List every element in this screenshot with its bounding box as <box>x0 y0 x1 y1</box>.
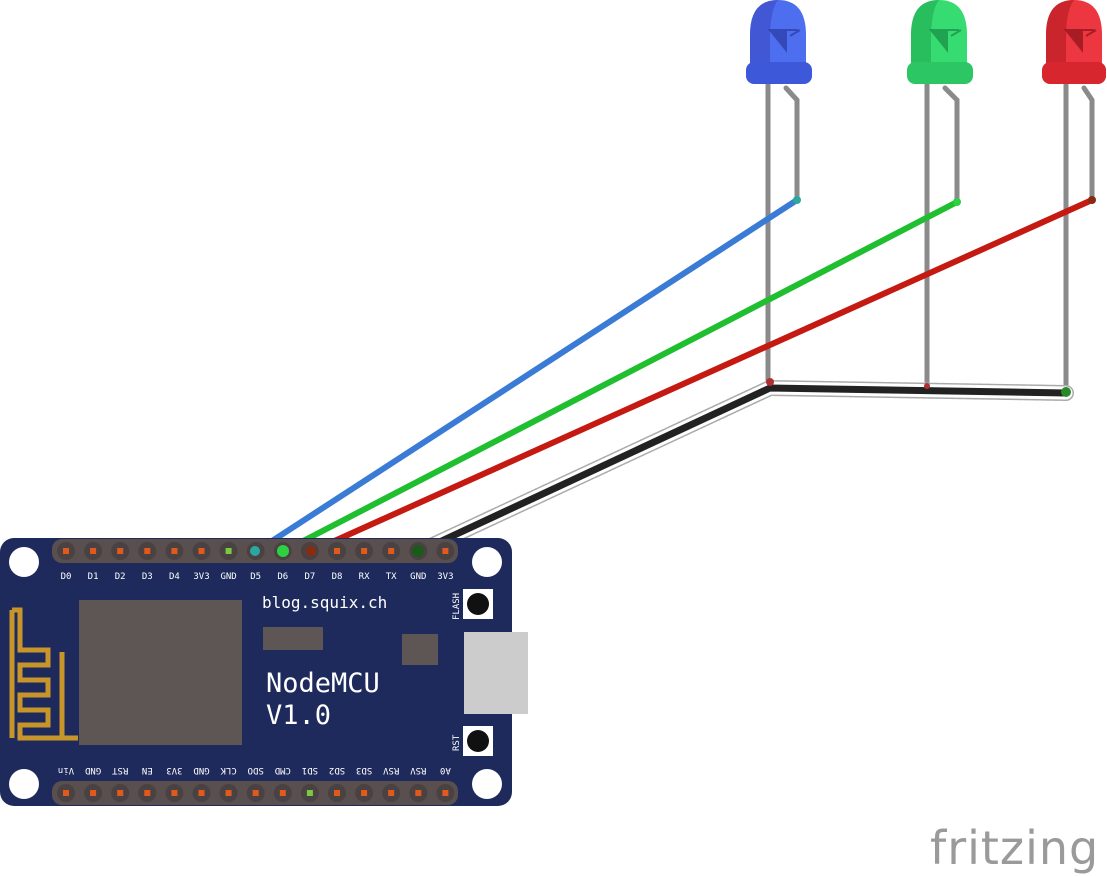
bottom-pins <box>57 784 455 802</box>
bottom-pin-pad-4 <box>171 790 178 796</box>
bottom-pin-label-11: SD3 <box>356 765 372 775</box>
bottom-pin-pad-10 <box>334 790 340 796</box>
fritzing-logo: fritzing <box>930 821 1099 875</box>
rst-label: RST <box>452 734 462 751</box>
bottom-pin-label-1: GND <box>85 765 101 775</box>
led-legs <box>765 82 1095 391</box>
bottom-pin-pad-7 <box>252 790 259 796</box>
board-name-line1: NodeMCU <box>266 668 380 699</box>
top-pin-pad-1 <box>90 548 97 554</box>
mount-hole <box>472 547 502 577</box>
bottom-pin-label-0: Vin <box>58 765 74 775</box>
top-pin-pad-11 <box>361 548 368 554</box>
top-pin-label-14: 3V3 <box>437 572 453 582</box>
rst-button-knob[interactable] <box>467 730 489 752</box>
top-pin-label-7: D5 <box>250 572 261 582</box>
bottom-pin-label-3: EN <box>142 765 153 775</box>
bottom-pin-pad-0 <box>63 790 69 796</box>
bottom-pin-pad-14 <box>442 790 449 796</box>
top-pins <box>57 542 455 560</box>
top-pin-pad-14 <box>442 548 449 554</box>
top-pin-label-4: D4 <box>169 572 180 582</box>
green-wire[interactable] <box>279 199 960 555</box>
bottom-pin-pad-13 <box>415 790 422 796</box>
top-pin-pad-0 <box>63 548 69 554</box>
board-wire-ends <box>250 545 424 557</box>
bottom-pin-pad-8 <box>279 790 286 796</box>
bottom-pin-pad-1 <box>90 790 97 796</box>
website-text: blog.squix.ch <box>262 593 387 612</box>
bottom-pin-label-14: A0 <box>440 765 451 775</box>
bottom-pin-pad-9 <box>306 790 313 796</box>
bottom-pin-label-5: GND <box>193 765 209 775</box>
bottom-pin-label-12: RSV <box>382 765 399 775</box>
top-pin-pad-6 <box>225 548 232 554</box>
wire-ends <box>766 196 1096 397</box>
top-pin-labels: D0 D1 D2 D3 D4 3V3 GND D5 D6 D7 D8 RX TX GND 3V3 <box>61 572 454 582</box>
bottom-pin-labels: Vin GND RST EN 3V3 GND CLK SDO CMD SD1 SD2 SD3 RSV RS… <box>58 765 451 775</box>
top-pin-pad-4 <box>171 548 178 554</box>
flash-button-knob[interactable] <box>467 593 489 615</box>
mount-hole <box>472 769 502 799</box>
board-name-line2: V1.0 <box>266 700 331 731</box>
bottom-pin-label-7: SDO <box>248 765 264 775</box>
esp-chip <box>79 600 242 745</box>
red-led <box>1042 0 1106 84</box>
bottom-pin-label-8: CMD <box>275 765 291 775</box>
bottom-pin-pad-11 <box>361 790 368 796</box>
bottom-pin-label-6: CLK <box>220 765 237 775</box>
top-pin-pad-5 <box>198 548 205 554</box>
bottom-pin-label-10: SD2 <box>329 765 345 775</box>
bottom-pin-pad-6 <box>225 790 232 796</box>
bottom-pin-pad-3 <box>144 790 151 796</box>
mount-hole <box>9 547 39 577</box>
top-pin-label-0: D0 <box>61 572 72 582</box>
bottom-pin-label-2: RST <box>111 765 128 775</box>
wires <box>252 197 1095 560</box>
top-pin-label-11: RX <box>359 572 370 582</box>
top-pin-label-13: GND <box>410 572 426 582</box>
blue-led <box>746 0 812 84</box>
green-led <box>907 0 973 84</box>
bottom-pin-pad-5 <box>198 790 205 796</box>
bottom-pin-pad-2 <box>117 790 124 796</box>
top-pin-pad-2 <box>117 548 124 554</box>
top-pin-label-12: TX <box>386 572 397 582</box>
top-pin-label-9: D7 <box>304 572 315 582</box>
bottom-pin-label-9: SD1 <box>302 765 318 775</box>
mount-hole <box>9 769 39 799</box>
top-pin-label-2: D2 <box>115 572 126 582</box>
top-pin-label-5: 3V3 <box>193 572 209 582</box>
blue-wire[interactable] <box>252 197 800 555</box>
red-wire[interactable] <box>307 197 1095 555</box>
top-pin-label-6: GND <box>220 572 236 582</box>
top-pin-pad-10 <box>334 548 340 554</box>
top-pin-label-3: D3 <box>142 572 153 582</box>
component <box>402 634 438 665</box>
bottom-pin-label-4: 3V3 <box>166 765 182 775</box>
top-pin-pad-3 <box>144 548 151 554</box>
usb-connector <box>464 632 528 714</box>
top-pin-label-10: D8 <box>332 572 343 582</box>
antenna-trace <box>9 607 78 741</box>
ground-wire[interactable] <box>414 384 1070 556</box>
bottom-pin-label-13: RSV <box>410 765 427 775</box>
top-pin-label-8: D6 <box>277 572 288 582</box>
top-pin-label-1: D1 <box>88 572 99 582</box>
top-pin-pad-12 <box>388 548 395 554</box>
flash-label: FLASH <box>452 593 462 620</box>
bottom-pin-pad-12 <box>388 790 395 796</box>
component <box>263 627 323 650</box>
